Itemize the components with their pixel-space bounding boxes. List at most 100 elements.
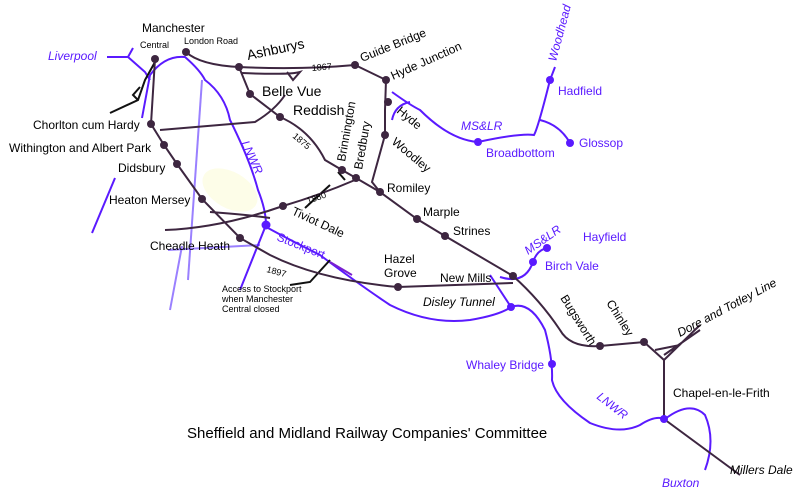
year-1867: 1867 (311, 61, 332, 73)
station-dot[interactable] (413, 215, 421, 223)
station-dot[interactable] (543, 244, 551, 252)
label-buxton: Buxton (662, 476, 700, 490)
note-pointer (289, 259, 331, 286)
station-dot[interactable] (640, 338, 648, 346)
station-dot[interactable] (351, 61, 359, 69)
station-dot[interactable] (509, 272, 517, 280)
label-mslr: MS&LR (461, 119, 503, 133)
cheadle-line (149, 58, 514, 289)
note-line-1: Access to Stockport (222, 284, 302, 294)
station-dot[interactable] (376, 188, 384, 196)
dore-totley-line (654, 324, 701, 361)
label-reddish: Reddish (293, 102, 344, 118)
label-whaley-bridge: Whaley Bridge (466, 358, 544, 372)
label-woodhead: Woodhead (545, 3, 574, 63)
station-dot[interactable] (529, 258, 537, 266)
station-dot[interactable] (235, 63, 243, 71)
chorlton-curve (109, 61, 156, 114)
station-dot[interactable] (246, 90, 254, 98)
station-dot[interactable] (596, 342, 604, 350)
label-liverpool: Liverpool (48, 49, 97, 63)
station-dot[interactable] (236, 234, 244, 242)
main-committee-line (185, 51, 741, 476)
station-dot[interactable] (151, 55, 159, 63)
junction-track (304, 171, 346, 209)
label-grove: Grove (384, 266, 417, 280)
other-stations (261, 76, 668, 423)
label-chapel-en-le-frith: Chapel-en-le-Frith (673, 386, 770, 400)
station-dot[interactable] (441, 232, 449, 240)
label-chorlton: Chorlton cum Hardy (33, 118, 140, 132)
label-ashburys: Ashburys (245, 35, 305, 63)
label-hazel: Hazel (384, 252, 415, 266)
station-dot[interactable] (276, 113, 284, 121)
lnwr-line (141, 55, 268, 291)
station-dot[interactable] (173, 160, 181, 168)
label-strines: Strines (453, 224, 490, 238)
label-lnwr-buxton: LNWR (594, 389, 631, 422)
label-bredbury: Bredbury (351, 120, 373, 170)
chorlton-link (159, 94, 286, 131)
year-1880: 1880 (305, 190, 327, 206)
label-disley-tunnel: Disley Tunnel (423, 295, 495, 309)
cheshire-lines-track (187, 79, 203, 281)
label-manchester: Manchester (142, 21, 205, 35)
cheshire-lines-track (167, 244, 261, 311)
label-cheadle-heath: Cheadle Heath (150, 239, 230, 253)
station-dot[interactable] (352, 174, 360, 182)
station-dot[interactable] (182, 48, 190, 56)
label-mslr-hayfield: MS&LR (522, 222, 564, 257)
year-1875: 1875 (291, 131, 313, 152)
label-chinley: Chinley (603, 297, 636, 338)
year-1897: 1897 (265, 264, 287, 279)
note-line-3: Central closed (222, 304, 280, 314)
station-dot[interactable] (160, 141, 168, 149)
label-romiley: Romiley (387, 181, 430, 195)
label-hyde: Hyde (394, 104, 425, 133)
map-title: Sheffield and Midland Railway Companies'… (187, 425, 547, 442)
station-dot[interactable] (279, 202, 287, 210)
liverpool-line (107, 47, 151, 81)
station-dot[interactable] (198, 195, 206, 203)
committee-stations (147, 48, 648, 350)
label-central: Central (140, 40, 169, 50)
label-woodley: Woodley (389, 135, 434, 176)
label-marple: Marple (423, 205, 460, 219)
label-london-road: London Road (184, 36, 238, 46)
station-dot[interactable] (507, 303, 515, 311)
label-new-mills: New Mills (440, 271, 491, 285)
label-lnwr: LNWR (238, 138, 266, 176)
label-didsbury: Didsbury (118, 161, 165, 175)
label-hayfield: Hayfield (583, 230, 626, 244)
station-dot[interactable] (261, 220, 271, 230)
label-tiviot-dale: Tiviot Dale (290, 204, 347, 241)
station-dot[interactable] (474, 138, 482, 146)
belle-vue-curve (241, 70, 304, 82)
label-dore-totley: Dore and Totley Line (675, 275, 779, 339)
station-dot[interactable] (660, 415, 668, 423)
heaton-link (209, 211, 271, 219)
label-birch-vale: Birch Vale (545, 259, 599, 273)
mslr-hayfield-line (489, 247, 548, 308)
shading (202, 168, 258, 212)
label-belle-vue: Belle Vue (262, 83, 322, 99)
station-dot[interactable] (566, 139, 574, 147)
station-dot[interactable] (147, 120, 155, 128)
label-bugsworth: Bugsworth (557, 292, 599, 348)
station-dot[interactable] (548, 360, 556, 368)
station-dot[interactable] (546, 76, 554, 84)
station-dot[interactable] (381, 131, 389, 139)
label-broadbottom: Broadbottom (486, 146, 555, 160)
station-dot[interactable] (338, 166, 346, 174)
label-millers-dale: Millers Dale (730, 463, 793, 477)
label-heaton-mersey: Heaton Mersey (109, 193, 190, 207)
lnwr-branch (91, 177, 116, 234)
label-hadfield: Hadfield (558, 84, 602, 98)
tiviot-dale-line (164, 179, 356, 231)
station-dot[interactable] (382, 76, 390, 84)
label-stockport: Stockport (275, 230, 328, 262)
station-dot[interactable] (384, 98, 392, 106)
station-dot[interactable] (394, 283, 402, 291)
